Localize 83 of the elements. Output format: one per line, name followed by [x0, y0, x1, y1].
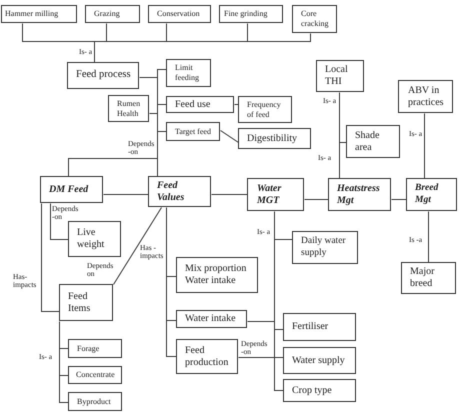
concept-label: Water MGT — [257, 182, 282, 206]
concept-label: Breed Mgt — [415, 183, 440, 206]
concept-box — [1, 5, 77, 23]
concept-label: Feed Values — [157, 180, 186, 204]
concept-box — [166, 122, 220, 141]
concept-label: Mix proportion Water intake — [185, 263, 248, 287]
connector-line — [391, 199, 407, 200]
concept-label: Forage — [77, 344, 100, 354]
connector-line — [220, 130, 239, 143]
concept-box — [176, 257, 258, 293]
concept-box — [176, 310, 247, 328]
concept-label: Frequency of feed — [247, 100, 282, 120]
concept-label: Water intake — [185, 313, 236, 325]
connector-line — [166, 207, 177, 357]
connector-line — [50, 203, 69, 240]
concept-box — [148, 176, 211, 207]
concept-label: Byproduct — [77, 396, 111, 406]
concept-box — [176, 339, 238, 374]
concept-label: Daily water supply — [301, 236, 347, 259]
concept-label: Target feed — [175, 126, 211, 136]
concept-box — [219, 5, 283, 23]
concept-label: Grazing — [94, 9, 120, 19]
connector-line — [238, 357, 284, 358]
concept-label: Major breed — [410, 266, 436, 290]
concept-label: Crop type — [292, 384, 332, 396]
concept-box — [68, 221, 121, 257]
concept-box — [59, 284, 113, 321]
concept-box — [68, 392, 122, 411]
concept-box — [398, 80, 453, 113]
connector-line — [424, 113, 425, 179]
concept-label: Live weight — [77, 227, 106, 251]
concept-box — [247, 178, 304, 211]
concept-box — [283, 379, 356, 402]
concept-label: Limit feeding — [175, 63, 200, 83]
concept-label: Feed process — [76, 69, 131, 82]
connector-line — [211, 194, 248, 195]
concept-label: DM Feed — [49, 184, 88, 196]
concept-label: Heatstress Mgt — [337, 182, 381, 206]
connector-line — [339, 142, 347, 179]
concept-box — [283, 347, 356, 374]
connector-line — [157, 131, 167, 177]
concept-box — [292, 5, 337, 33]
concept-box — [328, 178, 391, 211]
connector-line — [103, 194, 149, 195]
concept-label: Feed use — [175, 98, 210, 110]
connector-line — [304, 199, 329, 200]
concept-box — [238, 96, 292, 123]
concept-label: Core cracking — [301, 9, 330, 29]
concept-label: Digestibility — [247, 132, 297, 144]
concept-box — [68, 366, 122, 384]
concept-box — [40, 176, 103, 203]
concept-box — [316, 60, 364, 92]
connector-line — [428, 211, 429, 263]
concept-label: Conservation — [157, 9, 200, 19]
concept-label: Shade area — [355, 130, 380, 154]
concept-box — [346, 125, 400, 158]
connector-line — [41, 203, 60, 312]
concept-label: Feed production — [185, 344, 230, 368]
concept-box — [67, 62, 139, 89]
concept-label: Water supply — [292, 354, 345, 366]
concept-box — [406, 178, 457, 211]
concept-box — [108, 95, 149, 122]
concept-box — [292, 231, 358, 264]
concept-box — [401, 262, 456, 294]
concept-label: Concentrate — [76, 370, 115, 380]
connector-line — [113, 207, 162, 285]
connector-line — [59, 321, 69, 403]
concept-label: Local THI — [325, 64, 349, 88]
concept-label: Fertiliser — [292, 321, 328, 333]
concept-label: Feed Items — [68, 290, 92, 314]
concept-box — [283, 313, 356, 341]
concept-box — [166, 59, 211, 87]
concept-box — [166, 96, 234, 113]
connector-line — [274, 211, 284, 391]
concept-box — [148, 5, 211, 23]
concept-label: Fine grinding — [224, 9, 268, 19]
concept-box — [68, 339, 122, 358]
concept-box — [85, 5, 140, 23]
concept-label: Hammer milling — [5, 9, 58, 19]
concept-label: ABV in practices — [408, 84, 445, 108]
connector-line — [94, 33, 311, 63]
concept-label: Rumen Health — [117, 98, 142, 118]
concept-box — [238, 128, 311, 149]
